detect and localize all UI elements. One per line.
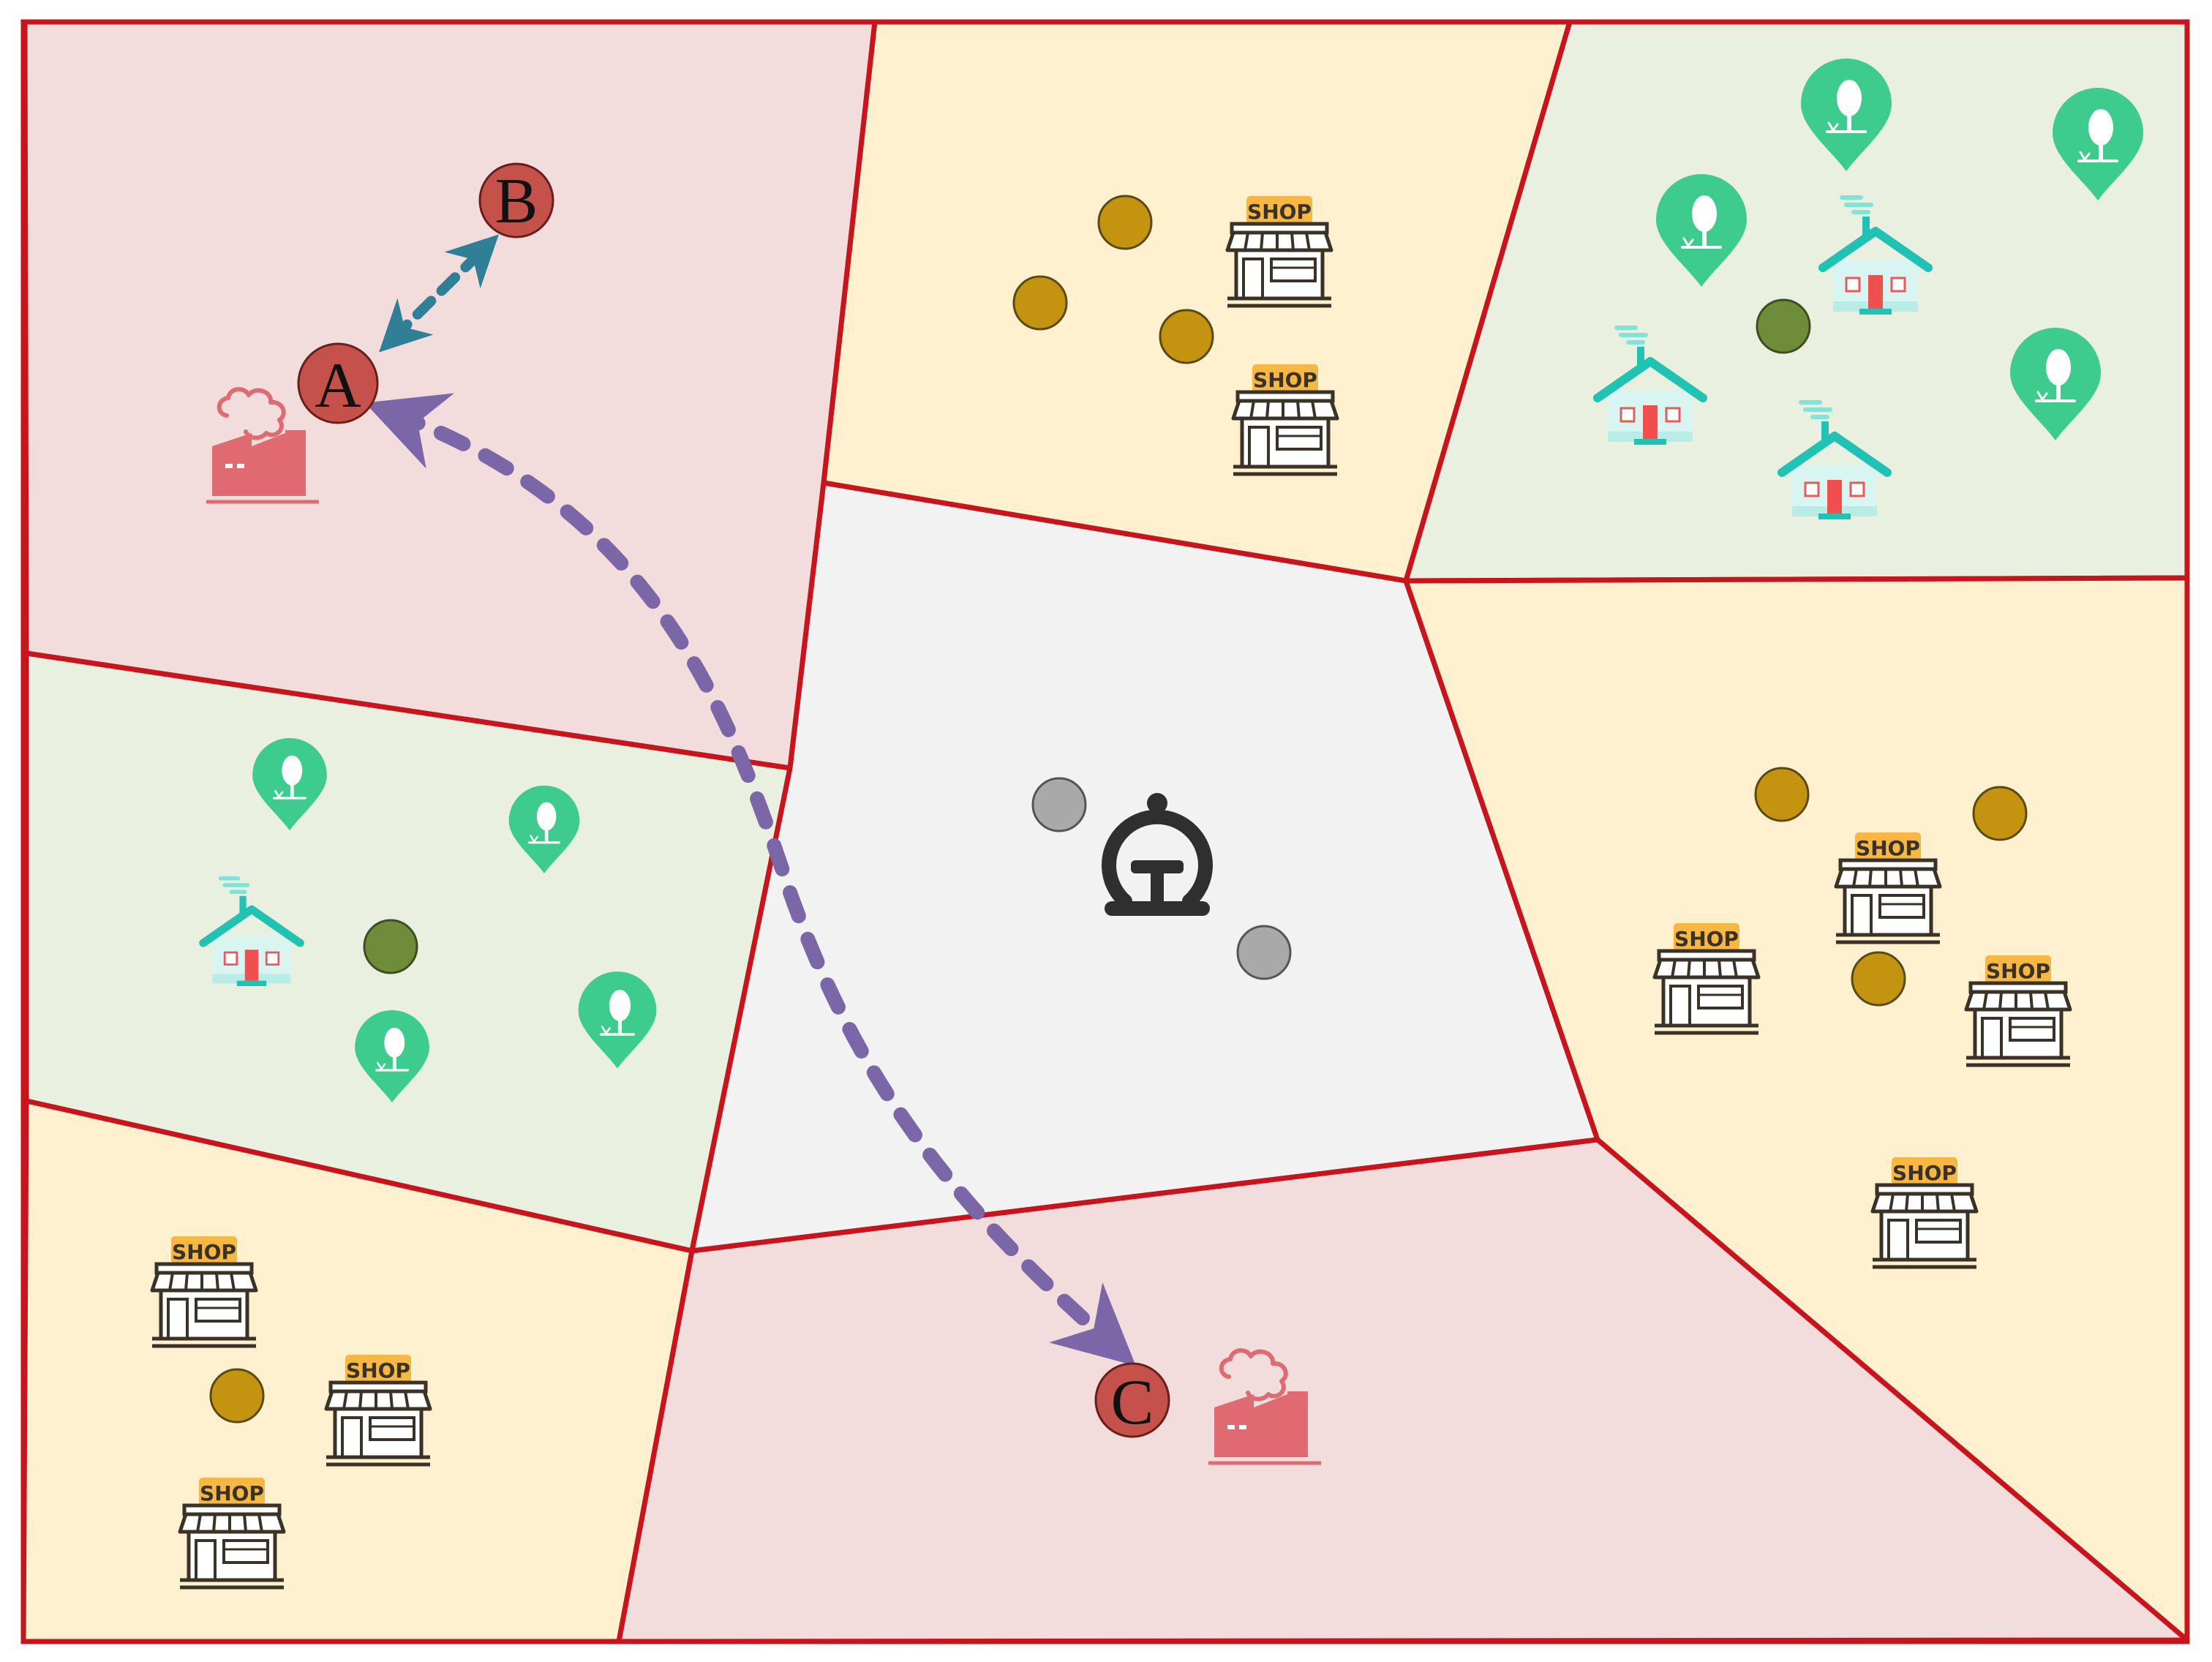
center-dot xyxy=(1031,777,1087,832)
node-c-label: C xyxy=(1111,1367,1154,1438)
shop-icon: SHOP xyxy=(1227,196,1331,306)
commercial-dot xyxy=(1754,767,1810,822)
map-outer-border xyxy=(20,19,2190,1644)
shop-label: SHOP xyxy=(1892,1161,1957,1185)
commercial-dot xyxy=(209,1368,265,1424)
node-b-label: B xyxy=(495,166,538,237)
residential-northeast-items xyxy=(1598,57,2145,519)
region-industrial-northwest xyxy=(22,19,878,771)
commercial-dot xyxy=(1097,195,1153,250)
arrow-a-b xyxy=(379,234,499,353)
commercial-dot xyxy=(1159,309,1214,364)
center-dot xyxy=(1236,925,1292,980)
shop-label: SHOP xyxy=(1856,836,1920,860)
residential-dot xyxy=(363,919,418,974)
shop-label: SHOP xyxy=(172,1240,236,1264)
shop-label: SHOP xyxy=(1986,959,2050,983)
shop-icon: SHOP xyxy=(1873,1157,1976,1267)
commercial-dot xyxy=(1012,275,1068,331)
shop-label: SHOP xyxy=(346,1358,410,1383)
node-a: A xyxy=(297,342,379,424)
commercial-north-items: SHOP SHOP xyxy=(1012,195,1337,474)
node-a-label: A xyxy=(315,350,361,421)
commercial-dot xyxy=(1972,786,2028,841)
node-b: B xyxy=(478,162,554,238)
shop-label: SHOP xyxy=(1247,200,1312,224)
residential-dot xyxy=(1756,298,1811,354)
shop-label: SHOP xyxy=(200,1481,264,1505)
node-c: C xyxy=(1094,1362,1170,1438)
shop-icon: SHOP xyxy=(1233,364,1337,474)
shop-icon: SHOP xyxy=(152,1236,256,1346)
commercial-dot xyxy=(1851,951,1906,1007)
shop-icon: SHOP xyxy=(1966,955,2070,1065)
commercial-east-items: SHOP SHOP SHOP SHOP xyxy=(1655,767,2070,1267)
shop-icon: SHOP xyxy=(180,1478,284,1587)
arrow-a-c xyxy=(364,393,1136,1366)
shop-icon: SHOP xyxy=(1836,832,1940,942)
shop-icon: SHOP xyxy=(1655,923,1758,1033)
shop-label: SHOP xyxy=(1674,927,1739,951)
shop-label: SHOP xyxy=(1253,368,1317,392)
